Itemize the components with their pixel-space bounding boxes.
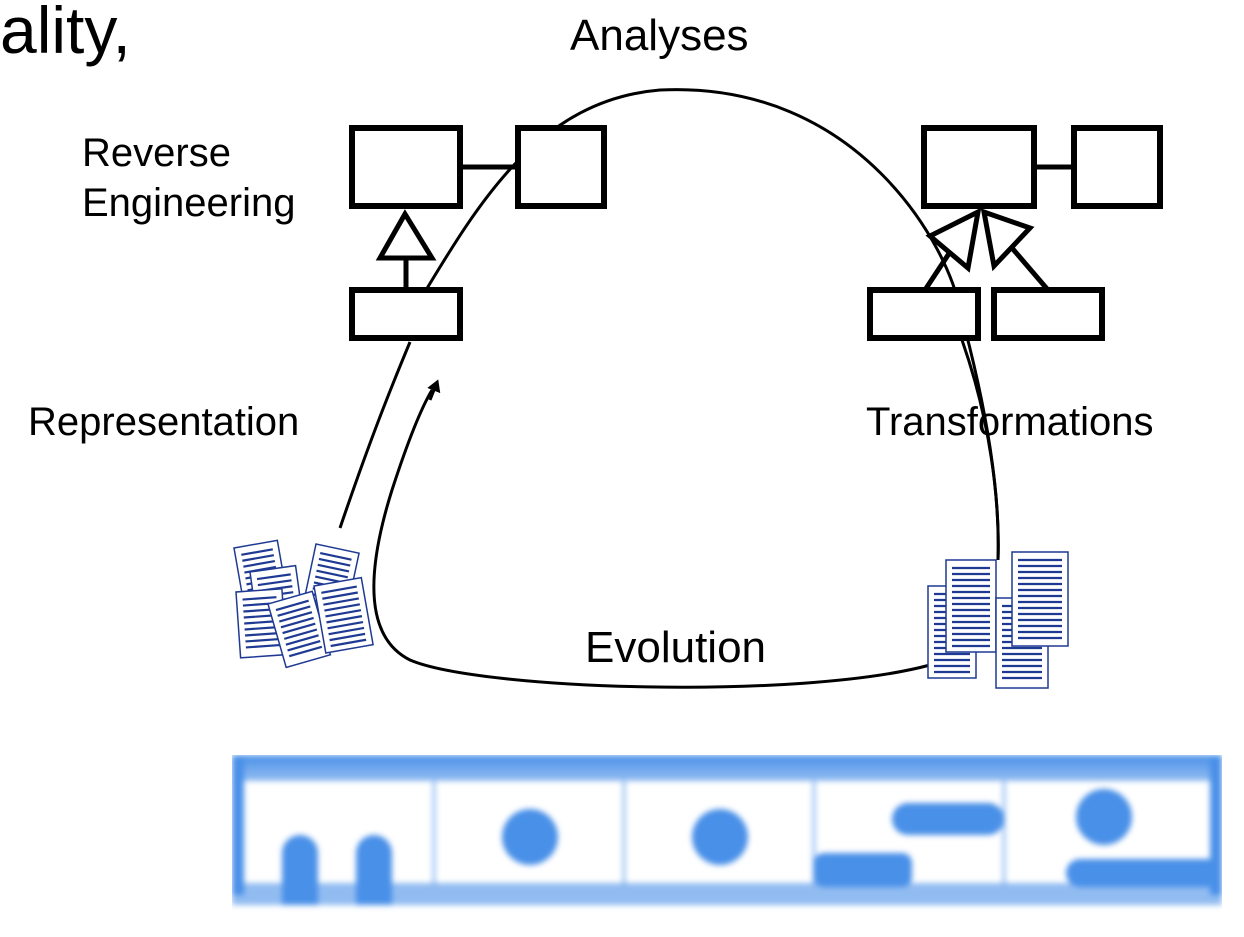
uml-inheritance-line [922,250,953,292]
uml-class-box [867,287,981,341]
moose-logo [232,755,1222,905]
uml-inheritance-line [1010,246,1050,292]
label-transformations: Transformations [866,400,1154,444]
document-icon [1011,551,1069,647]
uml-class-box [921,125,1037,209]
label-representation: Representation [28,400,300,444]
uml-inheritance-triangle [925,207,982,273]
document-icon [267,590,332,669]
uml-class-box [991,287,1105,341]
cycle-loop-path [372,88,1000,689]
reverse-engineering-model [349,125,607,341]
representation-path [338,341,412,529]
label-analyses: Analyses [570,11,749,60]
uml-class-box [1071,125,1163,209]
transformations-path [960,339,1000,561]
transformation-model [867,125,1163,341]
label-evolution: Evolution [585,623,767,672]
uml-class-box [349,125,463,209]
uml-inheritance-triangle [375,209,437,261]
logo-graphic [232,755,1222,905]
document-icon [945,559,997,653]
uml-class-box [515,125,607,209]
uml-inheritance-triangle [980,208,1035,272]
source-documents-left [233,539,374,669]
heading-fragment: ality, [0,0,131,67]
document-icon [313,576,374,654]
uml-class-box [349,287,463,341]
source-documents-right [927,551,1069,689]
label-reverse-line: Reverse [82,131,231,175]
label-reverse-engineering: Reverse Engineering [82,128,296,228]
label-engineering-line: Engineering [82,181,296,225]
evolution-arrow [427,379,441,401]
